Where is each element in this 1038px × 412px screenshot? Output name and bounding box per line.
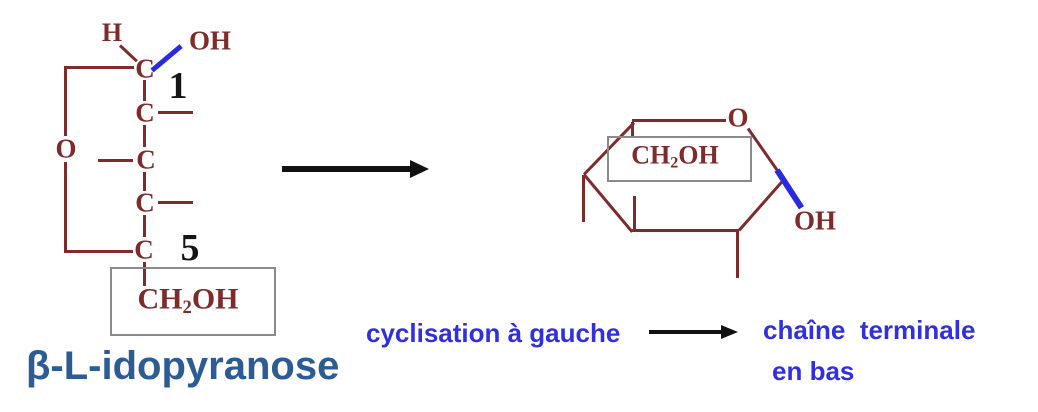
ring-edge-left-bottomleft <box>582 173 634 233</box>
carbon-1: C <box>135 53 155 84</box>
ch2oh-box-fischer <box>110 267 276 336</box>
bond-bracket-vertical-upper <box>64 66 67 136</box>
ring-oxygen-label-haworth: O <box>727 102 749 133</box>
ch2oh-box-haworth <box>607 136 752 182</box>
arrow-shaft <box>282 166 412 172</box>
oh-label-top: OH <box>188 25 232 56</box>
c5-number: 5 <box>180 227 200 269</box>
carbon-4: C <box>135 187 155 218</box>
ch2oh-label-fischer: CH2OH <box>137 282 239 319</box>
bond-c1-c2 <box>143 80 146 101</box>
bond-bracket-bottom <box>64 250 133 253</box>
arrow-head-icon <box>410 160 429 178</box>
bond-topleft-ch2oh <box>631 122 634 138</box>
bond-left-vertex-down <box>582 175 585 222</box>
caption-left: cyclisation à gauche <box>366 318 621 348</box>
ch2oh-label-haworth: CH2OH <box>631 140 719 172</box>
molecule-name: β-L-idopyranose <box>26 344 340 388</box>
ring-edge-anomeric-bottomright <box>737 178 786 232</box>
caption-right-line2: en bas <box>772 356 855 386</box>
oh-label-haworth: OH <box>793 205 837 236</box>
caption-arrow-head-icon <box>721 325 738 339</box>
bond-c3-left <box>98 159 133 162</box>
caption-right-line1: chaîne terminale <box>763 315 976 345</box>
h-label: H <box>101 18 123 47</box>
bond-c3-c4 <box>143 172 146 191</box>
bond-bracket-top <box>64 66 134 69</box>
bond-anomeric-oh-blue <box>774 168 805 210</box>
bond-bottomright-down <box>736 231 739 278</box>
bond-c5-ch2oh <box>143 262 146 286</box>
ring-edge-bottom <box>630 229 739 232</box>
carbon-3: C <box>136 144 156 175</box>
c1-number: 1 <box>168 65 188 107</box>
bond-c2-c3 <box>143 125 146 147</box>
bond-bottom-vertex-up <box>633 196 636 232</box>
ring-oxygen-label: O <box>55 133 77 164</box>
bond-bracket-vertical-lower <box>64 162 67 253</box>
bond-c2-right <box>158 111 193 114</box>
bond-c4-c5 <box>143 215 146 237</box>
caption-arrow-shaft <box>649 330 722 334</box>
bond-c4-right <box>158 201 193 204</box>
ring-edge-top <box>632 119 726 122</box>
carbon-2: C <box>135 97 155 128</box>
carbon-5: C <box>134 234 154 265</box>
